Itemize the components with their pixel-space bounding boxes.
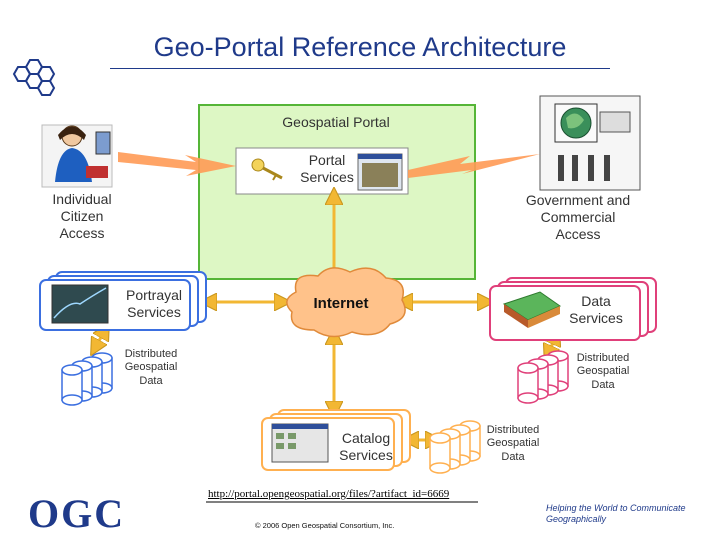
government-building-icon (539, 95, 641, 191)
title-underline (110, 68, 610, 69)
internet-cloud-icon (286, 267, 406, 338)
ogc-logo: OGC (28, 491, 126, 536)
catalog-services-label: Catalog Services (339, 430, 393, 464)
internet-label: Internet (313, 295, 369, 312)
lightning-bolt-right (408, 154, 540, 178)
portrayal-services-label: Portrayal Services (125, 287, 183, 321)
copyright-text: © 2006 Open Geospatial Consortium, Inc. (255, 521, 395, 530)
database-cylinders-left-icon (61, 352, 113, 406)
data-services-box (489, 277, 657, 341)
page-title: Geo-Portal Reference Architecture (153, 32, 567, 62)
distributed-data-bottom-label: Distributed Geospatial Data (486, 424, 540, 463)
key-icon (251, 158, 283, 181)
portal-services-label: Portal Services (300, 152, 354, 186)
lightning-bolt-left (118, 152, 236, 176)
portal-screenshot-icon (357, 153, 403, 191)
geospatial-portal-label: Geospatial Portal (282, 114, 390, 130)
distributed-data-left-label: Distributed Geospatial Data (124, 348, 178, 387)
distributed-data-right-label: Distributed Geospatial Data (576, 352, 630, 391)
person-icon (41, 124, 113, 188)
artifact-link[interactable]: http://portal.opengeospatial.org/files/?… (208, 488, 450, 500)
portrayal-services-box (39, 271, 207, 331)
database-cylinders-bottom-icon (429, 420, 481, 474)
individual-access-label: Individual Citizen Access (52, 191, 112, 242)
tagline-text: Helping the World to Communicate Geograp… (546, 503, 686, 524)
database-cylinders-right-icon (517, 350, 569, 404)
government-access-label: Government and Commercial Access (525, 192, 631, 243)
catalog-services-box (261, 409, 411, 471)
connector-portrayal-data-left (95, 330, 105, 348)
data-services-label: Data Services (569, 293, 623, 327)
